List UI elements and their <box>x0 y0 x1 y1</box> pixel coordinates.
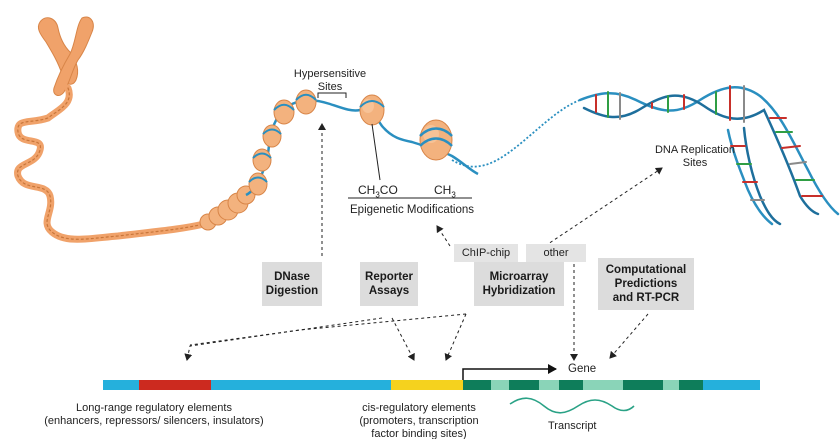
reporter-line-1: Reporter <box>365 271 413 283</box>
cis-line-3: factor binding sites) <box>371 428 467 439</box>
hypersensitive-sites-label: Hypersensitive Sites <box>282 68 378 94</box>
microarray-line-2: Hybridization <box>482 285 556 297</box>
chromosome-icon <box>37 16 94 96</box>
cis-line-1: cis-regulatory elements <box>362 402 476 414</box>
chromatin-beads <box>199 185 256 231</box>
cis-regulatory-elements-label: cis-regulatory elements (promoters, tran… <box>348 402 490 439</box>
computational-line-1: Computational <box>605 264 687 276</box>
unwinding-dna <box>451 99 581 168</box>
epigenetic-modifications-label: Epigenetic Modifications <box>350 204 475 216</box>
ch3-label: CH3 <box>434 184 456 201</box>
dna-double-helix <box>578 85 840 226</box>
exon <box>679 380 703 390</box>
dna-replication-line-2: Sites <box>682 157 708 169</box>
ch3co-base: CH <box>358 183 376 197</box>
gene-bar <box>103 380 760 390</box>
intron <box>583 380 623 390</box>
ch3co-label: CH3CO <box>358 184 398 201</box>
other-tag: other <box>526 244 586 262</box>
epigenetic-pointer <box>371 123 381 181</box>
dnase-line-2: Digestion <box>265 285 319 297</box>
exon <box>623 380 663 390</box>
intron <box>663 380 679 390</box>
long-range-elements-label: Long-range regulatory elements (enhancer… <box>36 402 272 428</box>
bar-segment-left <box>103 380 139 390</box>
ch3co-sub: 3 <box>375 190 380 200</box>
exon <box>559 380 583 390</box>
intron <box>491 380 509 390</box>
dnase-digestion-box: DNase Digestion <box>262 262 322 306</box>
reporter-assays-box: Reporter Assays <box>360 262 418 306</box>
transcript-label: Transcript <box>548 420 597 432</box>
exon <box>463 380 491 390</box>
bar-segment-right <box>703 380 760 390</box>
dna-replication-sites-label: DNA Replication Sites <box>640 144 750 170</box>
dna-replication-line-1: DNA Replication <box>654 144 736 156</box>
nucleosomes <box>248 89 453 196</box>
microarray-hybridization-box: Microarray Hybridization <box>474 262 564 306</box>
bar-segment-long-range <box>139 380 211 390</box>
computational-line-3: and RT-PCR <box>612 292 680 304</box>
method-arrows-up <box>318 123 663 256</box>
hypersensitive-bracket <box>317 92 347 98</box>
long-range-line-1: Long-range regulatory elements <box>76 402 232 414</box>
hypersensitive-line-2: Sites <box>317 81 343 93</box>
intron <box>539 380 559 390</box>
gene-label: Gene <box>568 363 597 375</box>
ch3-base: CH <box>434 183 452 197</box>
cis-line-2: (promoters, transcription <box>359 415 479 427</box>
ch3co-tail: CO <box>379 183 398 197</box>
bar-segment-cis <box>391 380 463 390</box>
hypersensitive-line-1: Hypersensitive <box>293 68 367 80</box>
ch3-sub: 3 <box>451 190 456 200</box>
bar-segment-middle <box>211 380 391 390</box>
transcription-start-arrow <box>462 364 557 380</box>
chromatin-fiber <box>14 84 208 243</box>
chip-chip-tag: ChIP-chip <box>454 244 518 262</box>
dnase-line-1: DNase <box>274 271 310 283</box>
transcript-wave <box>509 397 635 414</box>
method-arrows-down <box>184 264 649 361</box>
exon <box>509 380 539 390</box>
computational-predictions-box: Computational Predictions and RT-PCR <box>598 258 694 310</box>
reporter-line-2: Assays <box>368 285 410 297</box>
microarray-line-1: Microarray <box>489 271 549 283</box>
computational-line-2: Predictions <box>614 278 678 290</box>
long-range-line-2: (enhancers, repressors/ silencers, insul… <box>44 415 264 427</box>
